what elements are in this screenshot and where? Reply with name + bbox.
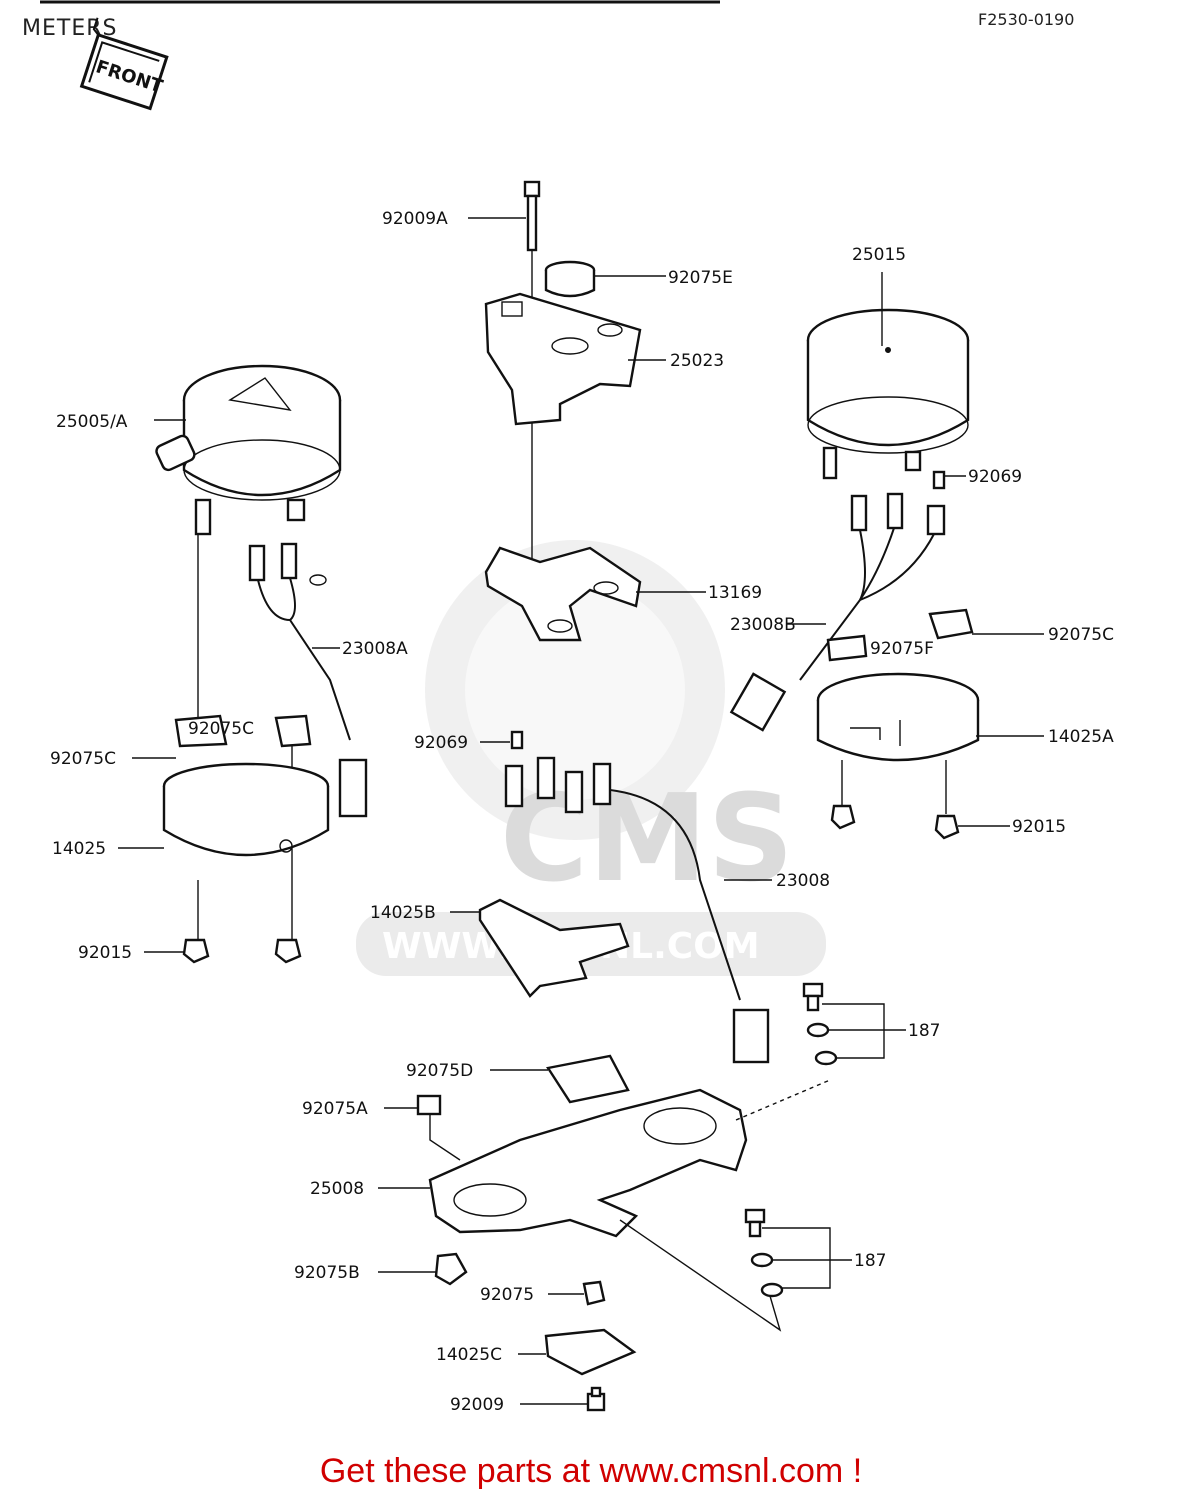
front-badge: FRONT: [79, 17, 169, 111]
case-14025: [162, 762, 330, 857]
speedometer-25015: [806, 308, 970, 480]
callout-92015-left: 92015: [78, 943, 132, 963]
figure-number: F2530-0190: [978, 10, 1075, 29]
pad-92075F: [826, 634, 868, 662]
pad-92075C-left: [174, 714, 228, 748]
screw-set-187-lower: [744, 1208, 784, 1298]
harness-23008: [504, 730, 770, 1064]
callout-14025B: 14025B: [370, 903, 436, 923]
callout-13169: 13169: [708, 583, 762, 603]
harness-23008B: [729, 492, 946, 732]
callout-23008B: 23008B: [730, 615, 796, 635]
callout-92009A: 92009A: [382, 209, 448, 229]
callout-25005A: 25005/A: [56, 412, 128, 432]
callout-187-lower: 187: [854, 1251, 886, 1271]
pad-92075C-middle: [274, 714, 312, 748]
callout-92069-right: 92069: [968, 467, 1022, 487]
bracket-13169: [484, 546, 642, 642]
grommet-92075: [582, 1280, 606, 1306]
callout-92075C-right: 92075C: [1048, 625, 1114, 645]
callout-92015-right: 92015: [1012, 817, 1066, 837]
grommet-92075E: [544, 260, 596, 298]
tachometer-25005: [155, 364, 342, 536]
nut-92015-right-b: [934, 814, 960, 840]
watermark: CMS WWW.CMSNL.COM: [356, 540, 826, 976]
callout-92075: 92075: [480, 1285, 534, 1305]
cover-25023: [484, 292, 642, 426]
callout-14025: 14025: [52, 839, 106, 859]
pad-92075D: [546, 1054, 630, 1104]
footer-promo-link[interactable]: Get these parts at www.cmsnl.com !: [319, 1452, 863, 1490]
nut-92015-left-b: [274, 938, 302, 964]
bulb-92069: [932, 470, 946, 490]
callout-14025C: 14025C: [436, 1345, 502, 1365]
cap-14025C: [544, 1328, 637, 1376]
case-14025A: [816, 672, 980, 762]
callout-23008A: 23008A: [342, 639, 408, 659]
callout-92075C-left: 92075C: [50, 749, 116, 769]
callout-25015: 25015: [852, 245, 906, 265]
callout-92069-middle: 92069: [414, 733, 468, 753]
harness-23008A: [248, 542, 368, 818]
callout-23008: 23008: [776, 871, 830, 891]
screw-92009: [586, 1386, 606, 1412]
callout-25023: 25023: [670, 351, 724, 371]
callout-92009: 92009: [450, 1395, 504, 1415]
callout-14025A: 14025A: [1048, 727, 1114, 747]
callout-92075F: 92075F: [870, 639, 934, 659]
callout-92075C-middle: 92075C: [188, 719, 254, 739]
callout-25008: 25008: [310, 1179, 364, 1199]
callout-92075B: 92075B: [294, 1263, 360, 1283]
grommet-92075A: [416, 1094, 442, 1116]
callout-92075A: 92075A: [302, 1099, 368, 1119]
callout-187-upper: 187: [908, 1021, 940, 1041]
grommet-92075B: [434, 1252, 468, 1286]
plate-25008: [428, 1088, 748, 1238]
callout-92075D: 92075D: [406, 1061, 473, 1081]
screw-set-187-upper: [802, 982, 838, 1066]
bolt-92009A: [523, 180, 541, 252]
nut-92015-right-a: [830, 804, 856, 830]
pad-92075C-right: [928, 608, 974, 640]
nut-92015-left-a: [182, 938, 210, 964]
callout-92075E: 92075E: [668, 268, 733, 288]
bracket-14025B: [478, 898, 630, 998]
